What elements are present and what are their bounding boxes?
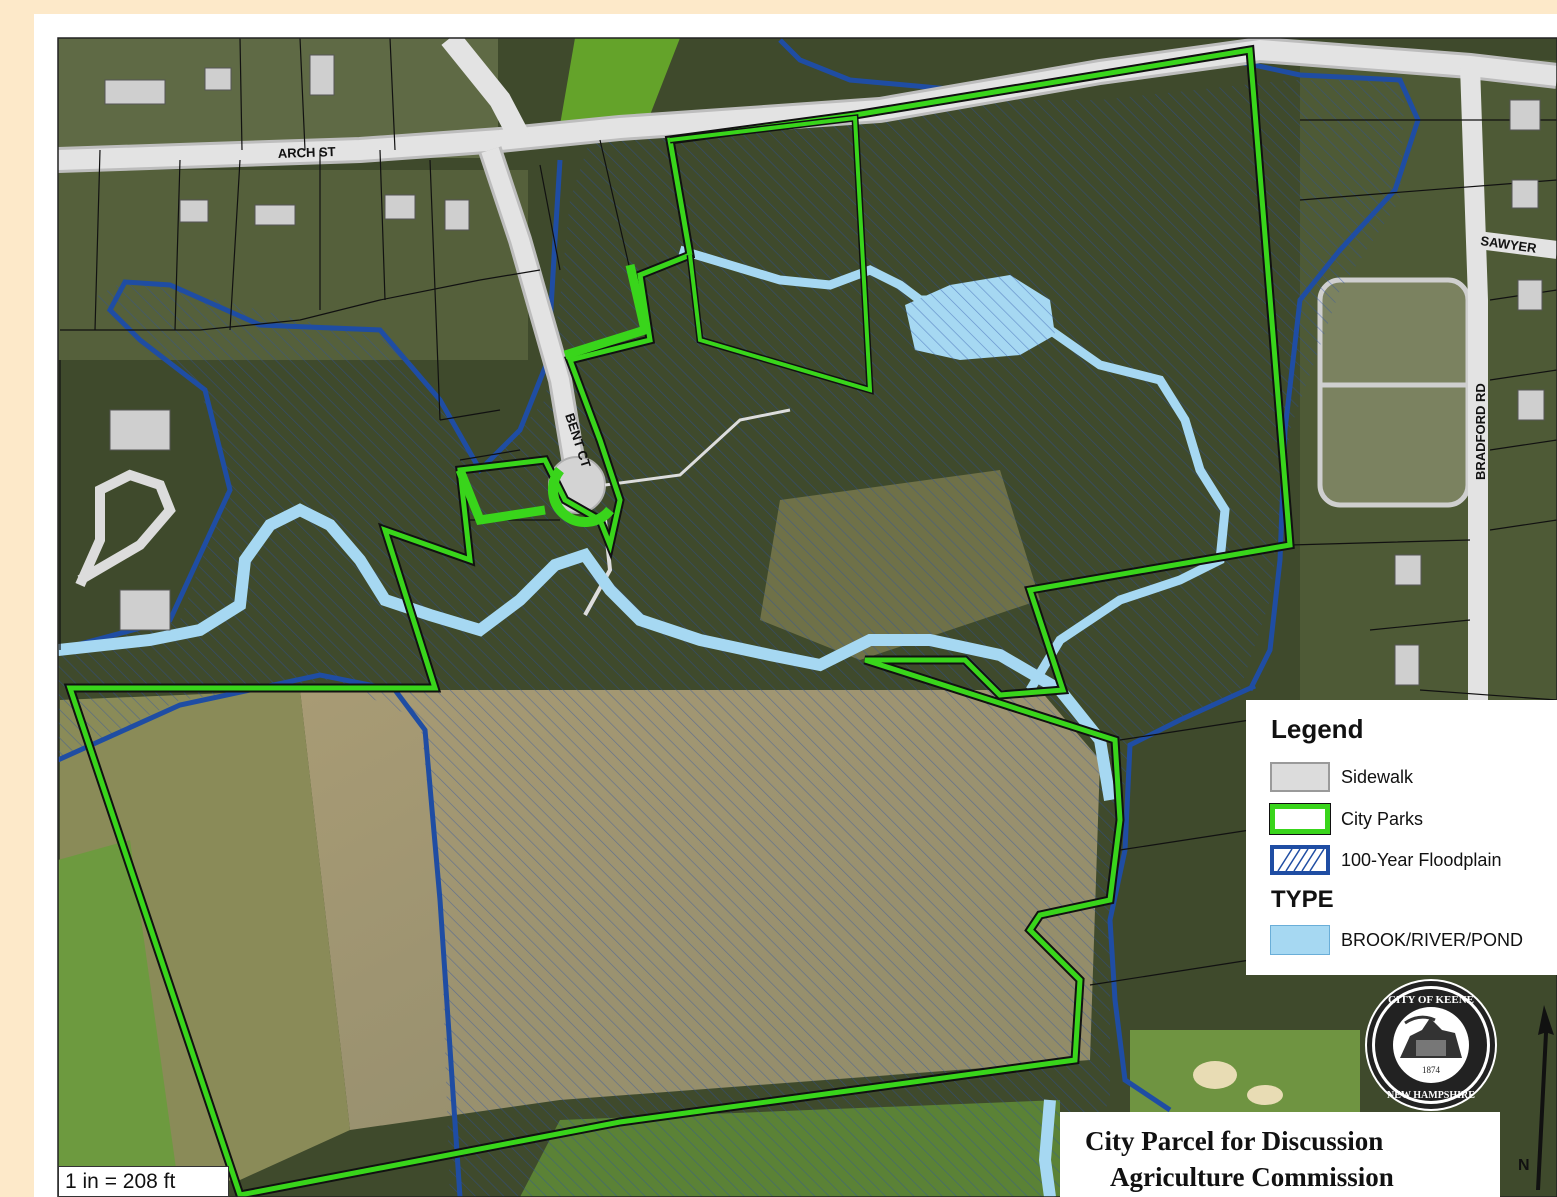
brook bbox=[58, 503, 1116, 801]
scale-text: 1 in = 208 ft bbox=[65, 1170, 176, 1193]
legend-label-brook-river-pond: BROOK/RIVER/POND bbox=[1341, 930, 1524, 950]
brook-river-pond-swatch bbox=[1270, 925, 1330, 955]
svg-text:CITY OF KEENE: CITY OF KEENE bbox=[1388, 994, 1474, 1006]
legend-label-city-parks: City Parks bbox=[1341, 809, 1424, 829]
svg-text:1874: 1874 bbox=[1422, 1065, 1441, 1075]
road-arch-north bbox=[441, 38, 530, 144]
legend-panel: Legend Sidewalk City Parks 100-Year Floo… bbox=[1246, 700, 1557, 975]
brook-south bbox=[1038, 1099, 1056, 1197]
road-sawyer bbox=[1476, 231, 1557, 259]
houses bbox=[104, 54, 1545, 686]
aerial-map[interactable]: ARCH ST BENT CT SAWYER BRADFORD RD bbox=[34, 14, 1557, 1197]
road-bradford-rd bbox=[1460, 65, 1488, 700]
legend-label-sidewalk: Sidewalk bbox=[1341, 767, 1414, 787]
green-parcel-top bbox=[560, 38, 680, 125]
city-parks bbox=[63, 44, 1295, 1197]
label-arch-st: ARCH ST bbox=[278, 144, 336, 161]
svg-text:N: N bbox=[1518, 1157, 1530, 1174]
legend-title: Legend bbox=[1271, 714, 1364, 744]
label-bradford-rd: BRADFORD RD bbox=[1473, 383, 1488, 480]
legend-type-title: TYPE bbox=[1271, 886, 1334, 913]
sidewalk-swatch bbox=[1270, 762, 1330, 792]
city-parks-swatch bbox=[1269, 803, 1331, 835]
legend-item-floodplain: 100-Year Floodplain bbox=[1270, 845, 1557, 879]
map-title-line2: Agriculture Commission bbox=[1110, 1162, 1394, 1192]
parcel-lines bbox=[59, 38, 1557, 986]
golf-course-se bbox=[1130, 1030, 1360, 1115]
floodplain-boundary-west bbox=[58, 159, 563, 653]
legend-item-city-parks: City Parks bbox=[1269, 803, 1557, 838]
city-of-keene-seal-icon: 1874 CITY OF KEENE NEW HAMPSHIRE bbox=[1365, 979, 1497, 1111]
cemetery bbox=[1320, 280, 1468, 505]
driveway-loop bbox=[75, 469, 176, 588]
floodplain-swatch bbox=[1270, 845, 1330, 875]
golf-green bbox=[58, 840, 180, 1197]
map-frame: ARCH ST BENT CT SAWYER BRADFORD RD bbox=[34, 14, 1557, 1197]
map-title-block: City Parcel for Discussion Agriculture C… bbox=[1060, 1112, 1500, 1197]
map-title-line1: City Parcel for Discussion bbox=[1085, 1126, 1384, 1156]
map-border bbox=[57, 37, 1557, 1197]
brook-north bbox=[678, 245, 1230, 693]
svg-text:NEW HAMPSHIRE: NEW HAMPSHIRE bbox=[1387, 1090, 1475, 1101]
north-arrow-icon: N bbox=[1518, 1005, 1554, 1190]
legend-item-brook-river-pond: BROOK/RIVER/POND bbox=[1270, 925, 1557, 959]
floodplain-boundary-east bbox=[1107, 683, 1257, 1113]
scale-indicator: 1 in = 208 ft bbox=[58, 1166, 229, 1197]
legend-item-sidewalk: Sidewalk bbox=[1270, 762, 1557, 796]
floodplain-area bbox=[58, 80, 1405, 1197]
trail-path bbox=[604, 408, 791, 487]
legend-label-floodplain: 100-Year Floodplain bbox=[1341, 850, 1502, 870]
